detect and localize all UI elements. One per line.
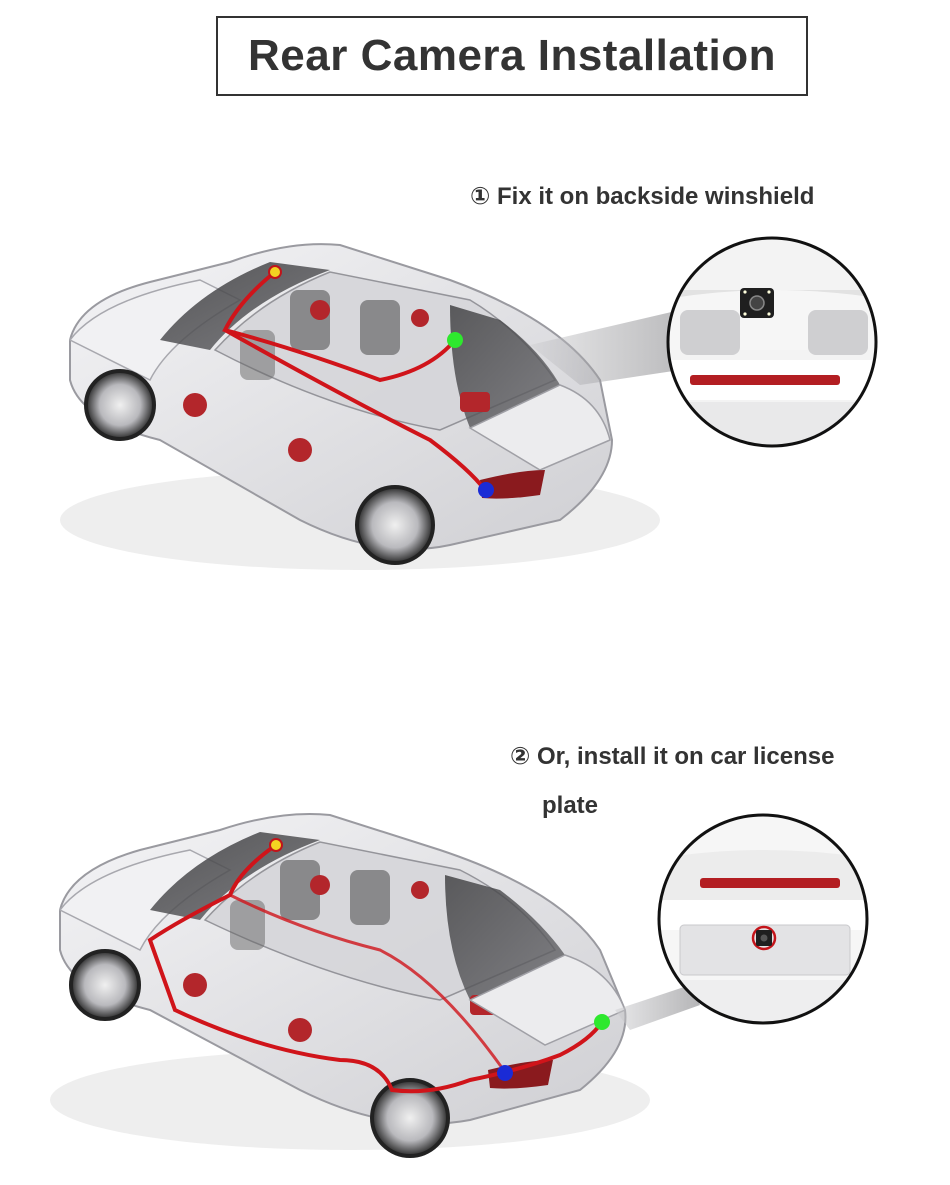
marker-green-2 <box>594 1014 610 1030</box>
step-2-label-line1: ② Or, install it on car license <box>510 743 835 770</box>
marker-yellow-2 <box>269 838 283 852</box>
marker-yellow-1 <box>268 265 282 279</box>
page-title: Rear Camera Installation <box>248 31 776 80</box>
detail-circle-2 <box>657 813 869 1025</box>
marker-blue-2 <box>497 1065 513 1081</box>
beam-1 <box>530 310 680 385</box>
wire-2-inner <box>229 893 507 1073</box>
car-1-illustration <box>60 243 660 570</box>
step-2-label-line2: plate <box>542 792 599 819</box>
car-2-illustration <box>50 813 650 1158</box>
detail-circle-1 <box>666 236 878 448</box>
beam-2 <box>615 985 700 1030</box>
wire-2 <box>147 843 604 1094</box>
marker-green-1 <box>447 332 463 348</box>
wire-1 <box>222 270 457 383</box>
marker-blue-1 <box>478 482 494 498</box>
step-1-label: ① Fix it on backside winshield <box>470 183 815 210</box>
wire-1-rear <box>224 328 487 492</box>
title-box: Rear Camera Installation <box>216 16 808 96</box>
